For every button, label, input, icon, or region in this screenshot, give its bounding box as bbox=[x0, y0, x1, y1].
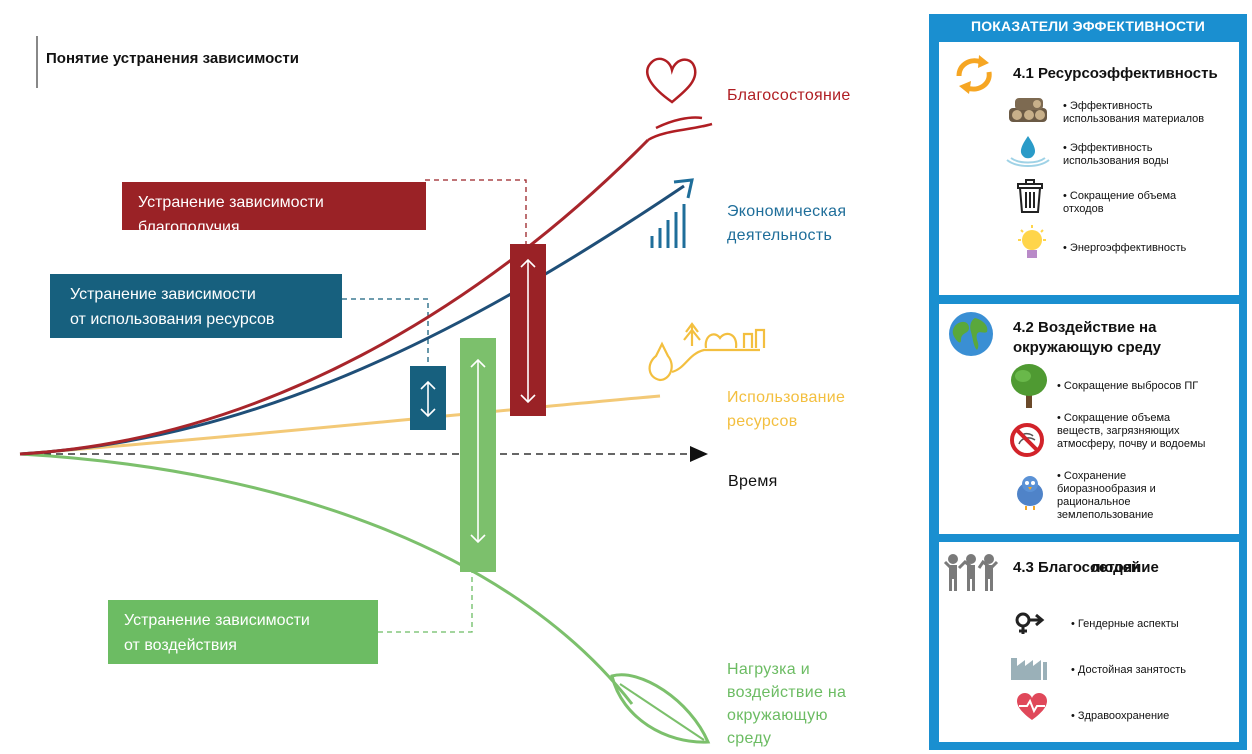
people-icon bbox=[943, 554, 999, 591]
box-line: благополучия bbox=[138, 219, 240, 236]
item-line: • Сокращение объема bbox=[1063, 190, 1177, 202]
heading-line: 4.2 Воздействие bbox=[1013, 319, 1135, 336]
heart-pulse-icon bbox=[1017, 693, 1047, 720]
item-line: веществ, загрязняющих bbox=[1057, 425, 1180, 437]
kpi-item: • Эффективность использования воды bbox=[1063, 142, 1169, 168]
time-label: Время bbox=[728, 470, 778, 494]
wellbeing-curve bbox=[19, 138, 650, 456]
no-pollution-icon bbox=[1010, 423, 1044, 457]
logs-icon bbox=[1009, 98, 1047, 122]
section-heading: 4.3 Благосостояние людей bbox=[1013, 558, 1233, 578]
label-line: воздействие на bbox=[727, 684, 847, 701]
globe-icon bbox=[949, 312, 993, 356]
box-line: Устранение зависимости bbox=[138, 194, 324, 211]
page-title: Понятие устранения зависимости bbox=[46, 50, 299, 67]
kpi-item: • Сохранение биоразнообразия и рациональ… bbox=[1057, 470, 1156, 522]
label-line: Нагрузка и bbox=[727, 661, 810, 678]
connector-impact bbox=[378, 560, 473, 633]
leaf-vein bbox=[619, 683, 705, 741]
item-line: атмосферу, почву и водоемы bbox=[1057, 438, 1206, 450]
label-line: Время bbox=[728, 473, 778, 490]
box-line: Устранение зависимости bbox=[124, 612, 310, 629]
section-heading: 4.2 Воздействие на окружающую среду bbox=[1013, 318, 1239, 358]
item-line: • Энергоэффективность bbox=[1063, 242, 1187, 254]
item-line: • Сохранение bbox=[1057, 470, 1127, 482]
item-line: землепользование bbox=[1057, 509, 1154, 521]
leaf-icon bbox=[610, 673, 711, 744]
item-line: • Эффективность bbox=[1063, 142, 1153, 154]
item-line: использования воды bbox=[1063, 155, 1169, 167]
item-line: рациональное bbox=[1057, 496, 1131, 508]
bird-icon bbox=[1017, 476, 1043, 510]
box-line: от использования ресурсов bbox=[70, 311, 275, 328]
heading-line: на окружающую среду bbox=[1013, 319, 1162, 356]
settlement-icon bbox=[648, 322, 766, 382]
connector-resources bbox=[342, 298, 429, 378]
bar-chart-icon bbox=[650, 204, 686, 248]
factory-icon bbox=[1011, 658, 1047, 680]
impact-label: Нагрузка и воздействие на окружающую сре… bbox=[727, 658, 846, 750]
kpi-section-resource-efficiency: 4.1 Ресурсоэффективность • Эффективность… bbox=[939, 42, 1239, 295]
item-line: • Сокращение объема bbox=[1057, 412, 1171, 424]
kpi-title: ПОКАЗАТЕЛИ ЭФФЕКТИВНОСТИ bbox=[970, 18, 1206, 34]
light-bulb-icon bbox=[1018, 225, 1046, 258]
label-line: ресурсов bbox=[727, 413, 798, 430]
kpi-item: • Гендерные аспекты bbox=[1071, 618, 1179, 631]
gender-icon bbox=[1015, 612, 1045, 634]
water-drop-icon bbox=[1006, 136, 1050, 167]
decoupling-diagram bbox=[19, 57, 766, 744]
economic-label: Экономическая деятельность bbox=[727, 200, 846, 248]
kpi-item: • Сокращение объема отходов bbox=[1063, 190, 1176, 216]
heading-line: 4.1 Ресурсоэффективность bbox=[1013, 65, 1218, 82]
item-line: • Здравоохранение bbox=[1071, 710, 1170, 722]
kpi-section-environmental-impact: 4.2 Воздействие на окружающую среду • Со… bbox=[939, 304, 1239, 534]
double-arrow-icon bbox=[520, 258, 536, 404]
kpi-item: • Сокращение объема веществ, загрязняющи… bbox=[1057, 412, 1205, 451]
kpi-panel: ПОКАЗАТЕЛИ ЭФФЕКТИВНОСТИ 4.1 Ресурсоэффе… bbox=[929, 14, 1247, 750]
heading-line: людей bbox=[1091, 559, 1141, 576]
recycle-arrows-icon bbox=[956, 55, 992, 94]
connector-wellbeing bbox=[425, 179, 527, 262]
kpi-item: • Здравоохранение bbox=[1071, 710, 1169, 723]
kpi-section-human-wellbeing: 4.3 Благосостояние людей • Гендерные асп… bbox=[939, 542, 1239, 742]
kpi-item: • Энергоэффективность bbox=[1063, 242, 1186, 255]
tree-icon bbox=[1011, 364, 1047, 408]
item-line: биоразнообразия и bbox=[1057, 483, 1156, 495]
time-axis-arrow bbox=[690, 446, 708, 462]
label-line: Использование bbox=[727, 389, 846, 406]
box-line: от воздействия bbox=[124, 637, 237, 654]
kpi-item: • Достойная занятость bbox=[1071, 664, 1186, 677]
section-heading: 4.1 Ресурсоэффективность bbox=[1013, 64, 1218, 84]
label-line: Благосостояние bbox=[727, 87, 851, 104]
label-line: деятельность bbox=[727, 227, 833, 244]
item-line: • Достойная занятость bbox=[1071, 664, 1186, 676]
heart-hand-icon bbox=[646, 57, 713, 142]
box-line: Устранение зависимости bbox=[70, 286, 256, 303]
impact-decoupling-box: Устранение зависимости от воздействия bbox=[108, 600, 378, 664]
item-line: отходов bbox=[1063, 203, 1104, 215]
economic-arrowhead bbox=[673, 178, 694, 199]
wellbeing-label: Благосостояние bbox=[727, 84, 851, 108]
impact-curve bbox=[19, 452, 634, 705]
resources-decoupling-box: Устранение зависимости от использования … bbox=[50, 274, 342, 338]
item-line: • Сокращение выбросов ПГ bbox=[1057, 380, 1199, 392]
label-line: среду bbox=[727, 730, 772, 747]
kpi-item: • Эффективность использования материалов bbox=[1063, 100, 1204, 126]
resource-use-label: Использование ресурсов bbox=[727, 386, 845, 434]
label-line: Экономическая bbox=[727, 203, 847, 220]
trash-bin-icon bbox=[1017, 179, 1043, 213]
resource-use-curve bbox=[19, 394, 661, 456]
item-line: • Эффективность bbox=[1063, 100, 1153, 112]
label-line: окружающую bbox=[727, 707, 828, 724]
item-line: использования материалов bbox=[1063, 113, 1205, 125]
heading-line: 4.3 Благосостояние bbox=[1013, 559, 1159, 576]
double-arrow-icon bbox=[420, 380, 436, 418]
wellbeing-decoupling-box: Устранение зависимости благополучия bbox=[122, 182, 426, 236]
title-marker bbox=[36, 36, 38, 88]
item-line: • Гендерные аспекты bbox=[1071, 618, 1179, 630]
kpi-item: • Сокращение выбросов ПГ bbox=[1057, 380, 1198, 393]
double-arrow-icon bbox=[470, 358, 486, 544]
